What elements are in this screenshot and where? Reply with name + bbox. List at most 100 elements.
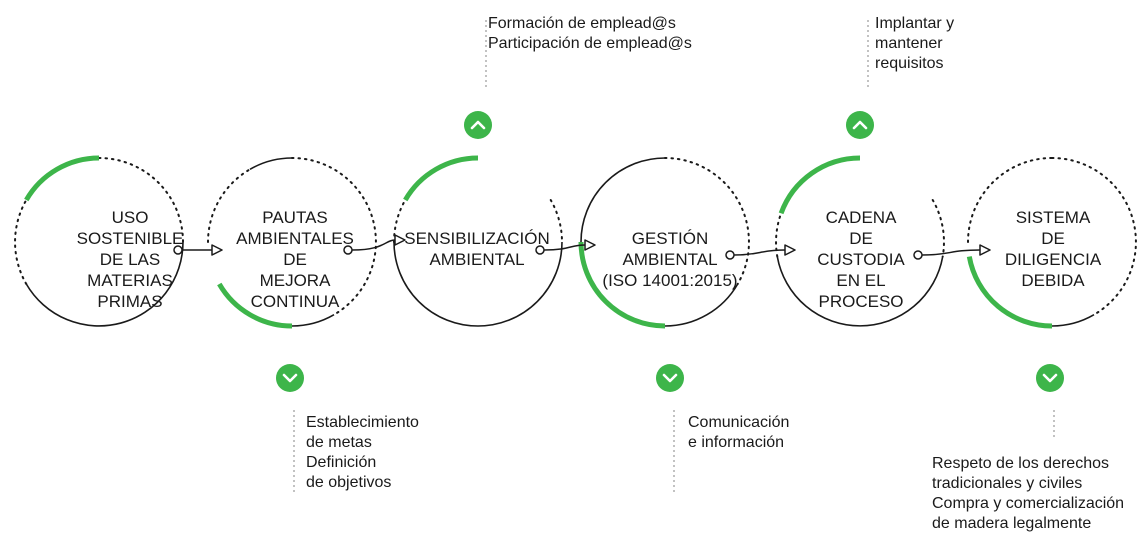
- circle-dotted-segment: [967, 157, 1053, 243]
- circle-accent-arc: [578, 241, 666, 329]
- stage-circle: [966, 157, 1137, 329]
- note-establecimiento: Establecimiento de metas Definición de o…: [306, 413, 419, 493]
- flow-connector: [913, 244, 991, 260]
- circle-accent-arc: [217, 282, 293, 329]
- circle-accent-arc: [778, 155, 861, 215]
- circle-dotted-segment: [14, 199, 28, 285]
- circle-solid-segment: [580, 157, 666, 243]
- note-line: e información: [688, 434, 785, 451]
- circle-solid-segment: [249, 157, 293, 170]
- circle-dotted-segment: [549, 199, 563, 243]
- stage-circle: [578, 157, 750, 329]
- stage-line: SOSTENIBLE: [76, 229, 184, 248]
- note-line: tradicionales y civiles: [932, 475, 1083, 492]
- stage-circle: [14, 155, 184, 327]
- chevron-glyph: [282, 373, 298, 383]
- chevron-glyph: [1042, 373, 1058, 383]
- stage-line: DEBIDA: [1021, 271, 1085, 290]
- stage-line: SISTEMA: [1015, 208, 1091, 227]
- circle-solid-segment: [291, 314, 335, 327]
- chevron-down-icon: [1036, 364, 1064, 392]
- chevron-down-icon: [276, 364, 304, 392]
- note-comunicacion: Comunicación e información: [688, 413, 789, 453]
- circle-accent-arc: [403, 155, 479, 202]
- circle-dotted-segment: [291, 157, 377, 316]
- circle-dotted-segment: [931, 199, 945, 258]
- stage-line: AMBIENTALES: [236, 229, 354, 248]
- note-line: mantener: [875, 35, 943, 52]
- stage-line: CADENA: [825, 208, 897, 227]
- stage-line: CONTINUA: [250, 292, 340, 311]
- arrow-right-icon: [211, 244, 223, 256]
- circle-dotted-segment: [1051, 157, 1137, 316]
- circle-dotted-segment: [664, 157, 750, 285]
- circle-solid-segment: [1051, 314, 1095, 327]
- note-line: Establecimiento: [306, 414, 419, 431]
- stage-line: DE: [1041, 229, 1065, 248]
- stage-line: EN EL: [836, 271, 886, 290]
- stage-line: GESTIÓN: [631, 229, 709, 248]
- note-line: requisitos: [875, 55, 944, 72]
- connector-line: [351, 239, 396, 251]
- note-implantar: Implantar y mantener requisitos: [875, 14, 954, 74]
- note-line: Comunicación: [688, 414, 790, 431]
- stage-line: DE LAS: [99, 250, 161, 269]
- stage-label-sensibilizacion: SENSIBILIZACIÓN AMBIENTAL: [402, 228, 552, 270]
- circle-solid-segment: [776, 256, 944, 327]
- chevron-glyph: [852, 120, 868, 130]
- stage-line: MATERIAS: [87, 271, 173, 290]
- circle-accent-arc: [966, 256, 1053, 329]
- circle-dotted-segment: [775, 212, 783, 258]
- note-respeto: Respeto de los derechos tradicionales y …: [932, 454, 1124, 534]
- stage-line: AMBIENTAL: [622, 250, 718, 269]
- chevron-up-icon: [464, 111, 492, 139]
- flow-connector: [173, 244, 223, 256]
- badge-circle: [276, 364, 304, 392]
- note-formacion: Formación de emplead@s Participación de …: [488, 14, 692, 54]
- badge-circle: [656, 364, 684, 392]
- flow-connector: [535, 239, 596, 255]
- stage-line: MEJORA: [259, 271, 331, 290]
- stage-line: SENSIBILIZACIÓN: [404, 229, 550, 248]
- badge-circle: [1036, 364, 1064, 392]
- chevron-down-icon: [656, 364, 684, 392]
- stage-line: USO: [111, 208, 149, 227]
- note-line: Implantar y: [875, 15, 955, 32]
- note-line: Respeto de los derechos: [932, 455, 1109, 472]
- circle-solid-segment: [25, 241, 184, 327]
- note-line: de metas: [306, 434, 372, 451]
- flow-connector: [725, 244, 796, 260]
- stage-label-uso-sostenible: USO SOSTENIBLE DE LAS MATERIAS PRIMAS: [65, 207, 195, 312]
- stage-line: CUSTODIA: [817, 250, 905, 269]
- connector-line: [921, 249, 981, 256]
- stage-line: PRIMAS: [97, 292, 163, 311]
- note-line: Compra y comercialización: [932, 495, 1125, 512]
- stage-circle: [775, 155, 945, 327]
- flow-connector: [343, 234, 406, 255]
- chevron-glyph: [662, 373, 678, 383]
- stage-line: DE: [849, 229, 873, 248]
- arrow-right-icon: [979, 244, 991, 256]
- circle-accent-arc: [24, 155, 100, 202]
- stage-label-diligencia-debida: SISTEMA DE DILIGENCIA DEBIDA: [988, 207, 1118, 291]
- stage-line: PAUTAS: [262, 208, 328, 227]
- connector-line: [733, 249, 786, 256]
- badge-circle: [464, 111, 492, 139]
- badge-circle: [846, 111, 874, 139]
- arrow-right-icon: [584, 239, 596, 251]
- circle-solid-segment: [664, 283, 739, 327]
- stage-line: DILIGENCIA: [1004, 250, 1102, 269]
- connector-line: [543, 244, 586, 251]
- stage-line: (ISO 14001:2015): [602, 271, 738, 290]
- note-line: Formación de emplead@s: [488, 15, 676, 32]
- stage-line: AMBIENTAL: [429, 250, 525, 269]
- note-line: Definición: [306, 454, 377, 471]
- note-line: Participación de emplead@s: [488, 35, 692, 52]
- stage-label-cadena-custodia: CADENA DE CUSTODIA EN EL PROCESO: [796, 207, 926, 312]
- stage-circle: [393, 155, 563, 327]
- stage-line: DE: [283, 250, 307, 269]
- circle-dotted-segment: [207, 168, 251, 243]
- arrow-right-icon: [394, 234, 406, 246]
- note-line: de madera legalmente: [932, 515, 1092, 532]
